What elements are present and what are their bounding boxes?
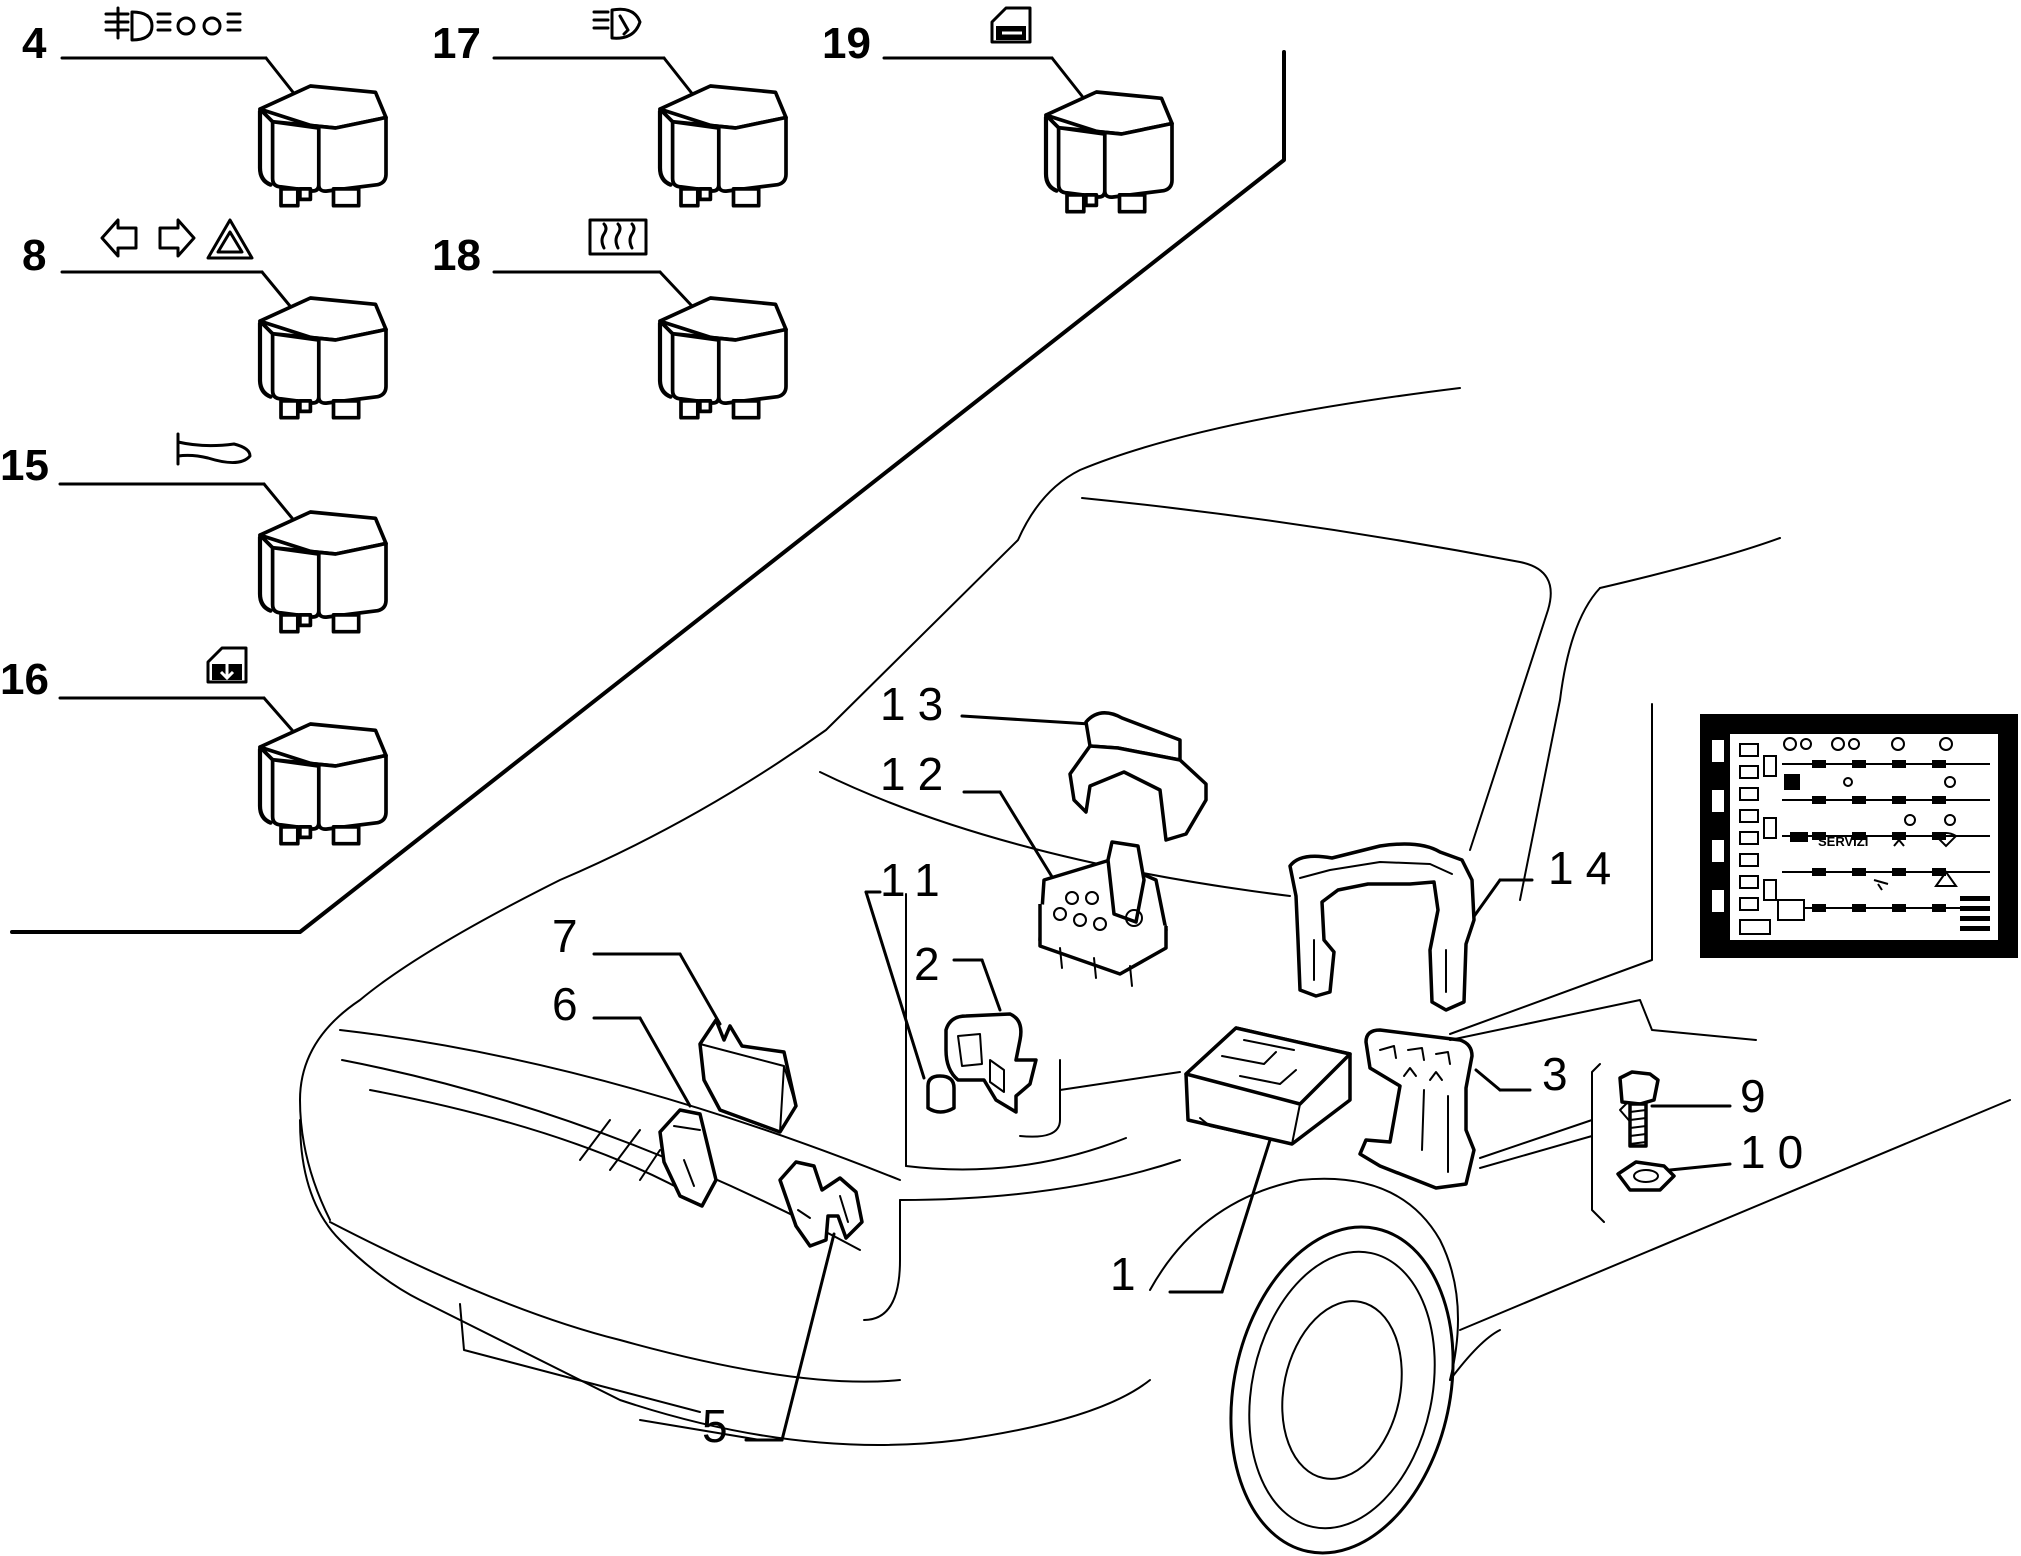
part-14-bracket: 14	[1288, 842, 1623, 1012]
callout-7: 7	[552, 910, 578, 962]
part-5-clip: 5	[702, 1160, 864, 1452]
callout-6: 6	[552, 978, 578, 1030]
part-2-connector: 2	[914, 938, 1038, 1114]
relay-16-number: 16	[0, 655, 49, 704]
separator-line	[10, 50, 1286, 934]
part-10-nut: 10	[1616, 1126, 1815, 1192]
relay-17-number: 17	[432, 19, 481, 68]
part-7-fuse: 7	[552, 910, 798, 1134]
callout-5: 5	[702, 1400, 728, 1452]
fog-light-icon	[104, 6, 242, 42]
callout-1: 1	[1110, 1248, 1136, 1300]
rear-defroster-icon	[588, 218, 648, 256]
relay-19: 19	[822, 6, 1172, 212]
headlamp-wiper-icon	[592, 7, 642, 40]
callout-11: 11	[880, 854, 952, 906]
callout-13: 13	[880, 678, 955, 730]
part-13-cover: 13	[880, 678, 1208, 842]
callout-3: 3	[1542, 1048, 1568, 1100]
callout-9: 9	[1740, 1070, 1766, 1122]
relay-15-number: 15	[0, 441, 49, 490]
relay-8: 8	[22, 218, 386, 418]
part-12-fuse-holder: 12	[880, 748, 1168, 987]
callout-12: 12	[880, 748, 955, 800]
relay-4-number: 4	[22, 19, 47, 68]
fuse-panel-inset: SERVIZI	[1700, 714, 2018, 958]
relay-16: 16	[0, 646, 386, 844]
part-6-clip: 6	[552, 978, 718, 1208]
callout-14: 14	[1548, 842, 1623, 894]
callout-10: 10	[1740, 1126, 1815, 1178]
relay-18-number: 18	[432, 231, 481, 280]
fuse-panel-label: SERVIZI	[1818, 834, 1868, 849]
relay-8-number: 8	[22, 231, 46, 280]
window-lift-icon	[206, 646, 248, 684]
part-3-bracket: 3	[1358, 1028, 1568, 1190]
car-body-outline	[299, 387, 2011, 1555]
door-lock-icon	[990, 6, 1032, 44]
horn-icon	[176, 432, 252, 466]
part-1-control-unit: 1	[1110, 1026, 1352, 1300]
callout-2: 2	[914, 938, 940, 990]
relay-15: 15	[0, 432, 386, 632]
relay-19-number: 19	[822, 19, 871, 68]
part-9-bolt: 9	[1618, 1070, 1766, 1148]
relay-4: 4	[22, 6, 386, 206]
hazard-indicator-icon	[100, 218, 254, 260]
relay-17: 17	[432, 7, 786, 206]
part-11-cap: 11	[864, 854, 956, 1114]
relay-18: 18	[432, 218, 786, 418]
